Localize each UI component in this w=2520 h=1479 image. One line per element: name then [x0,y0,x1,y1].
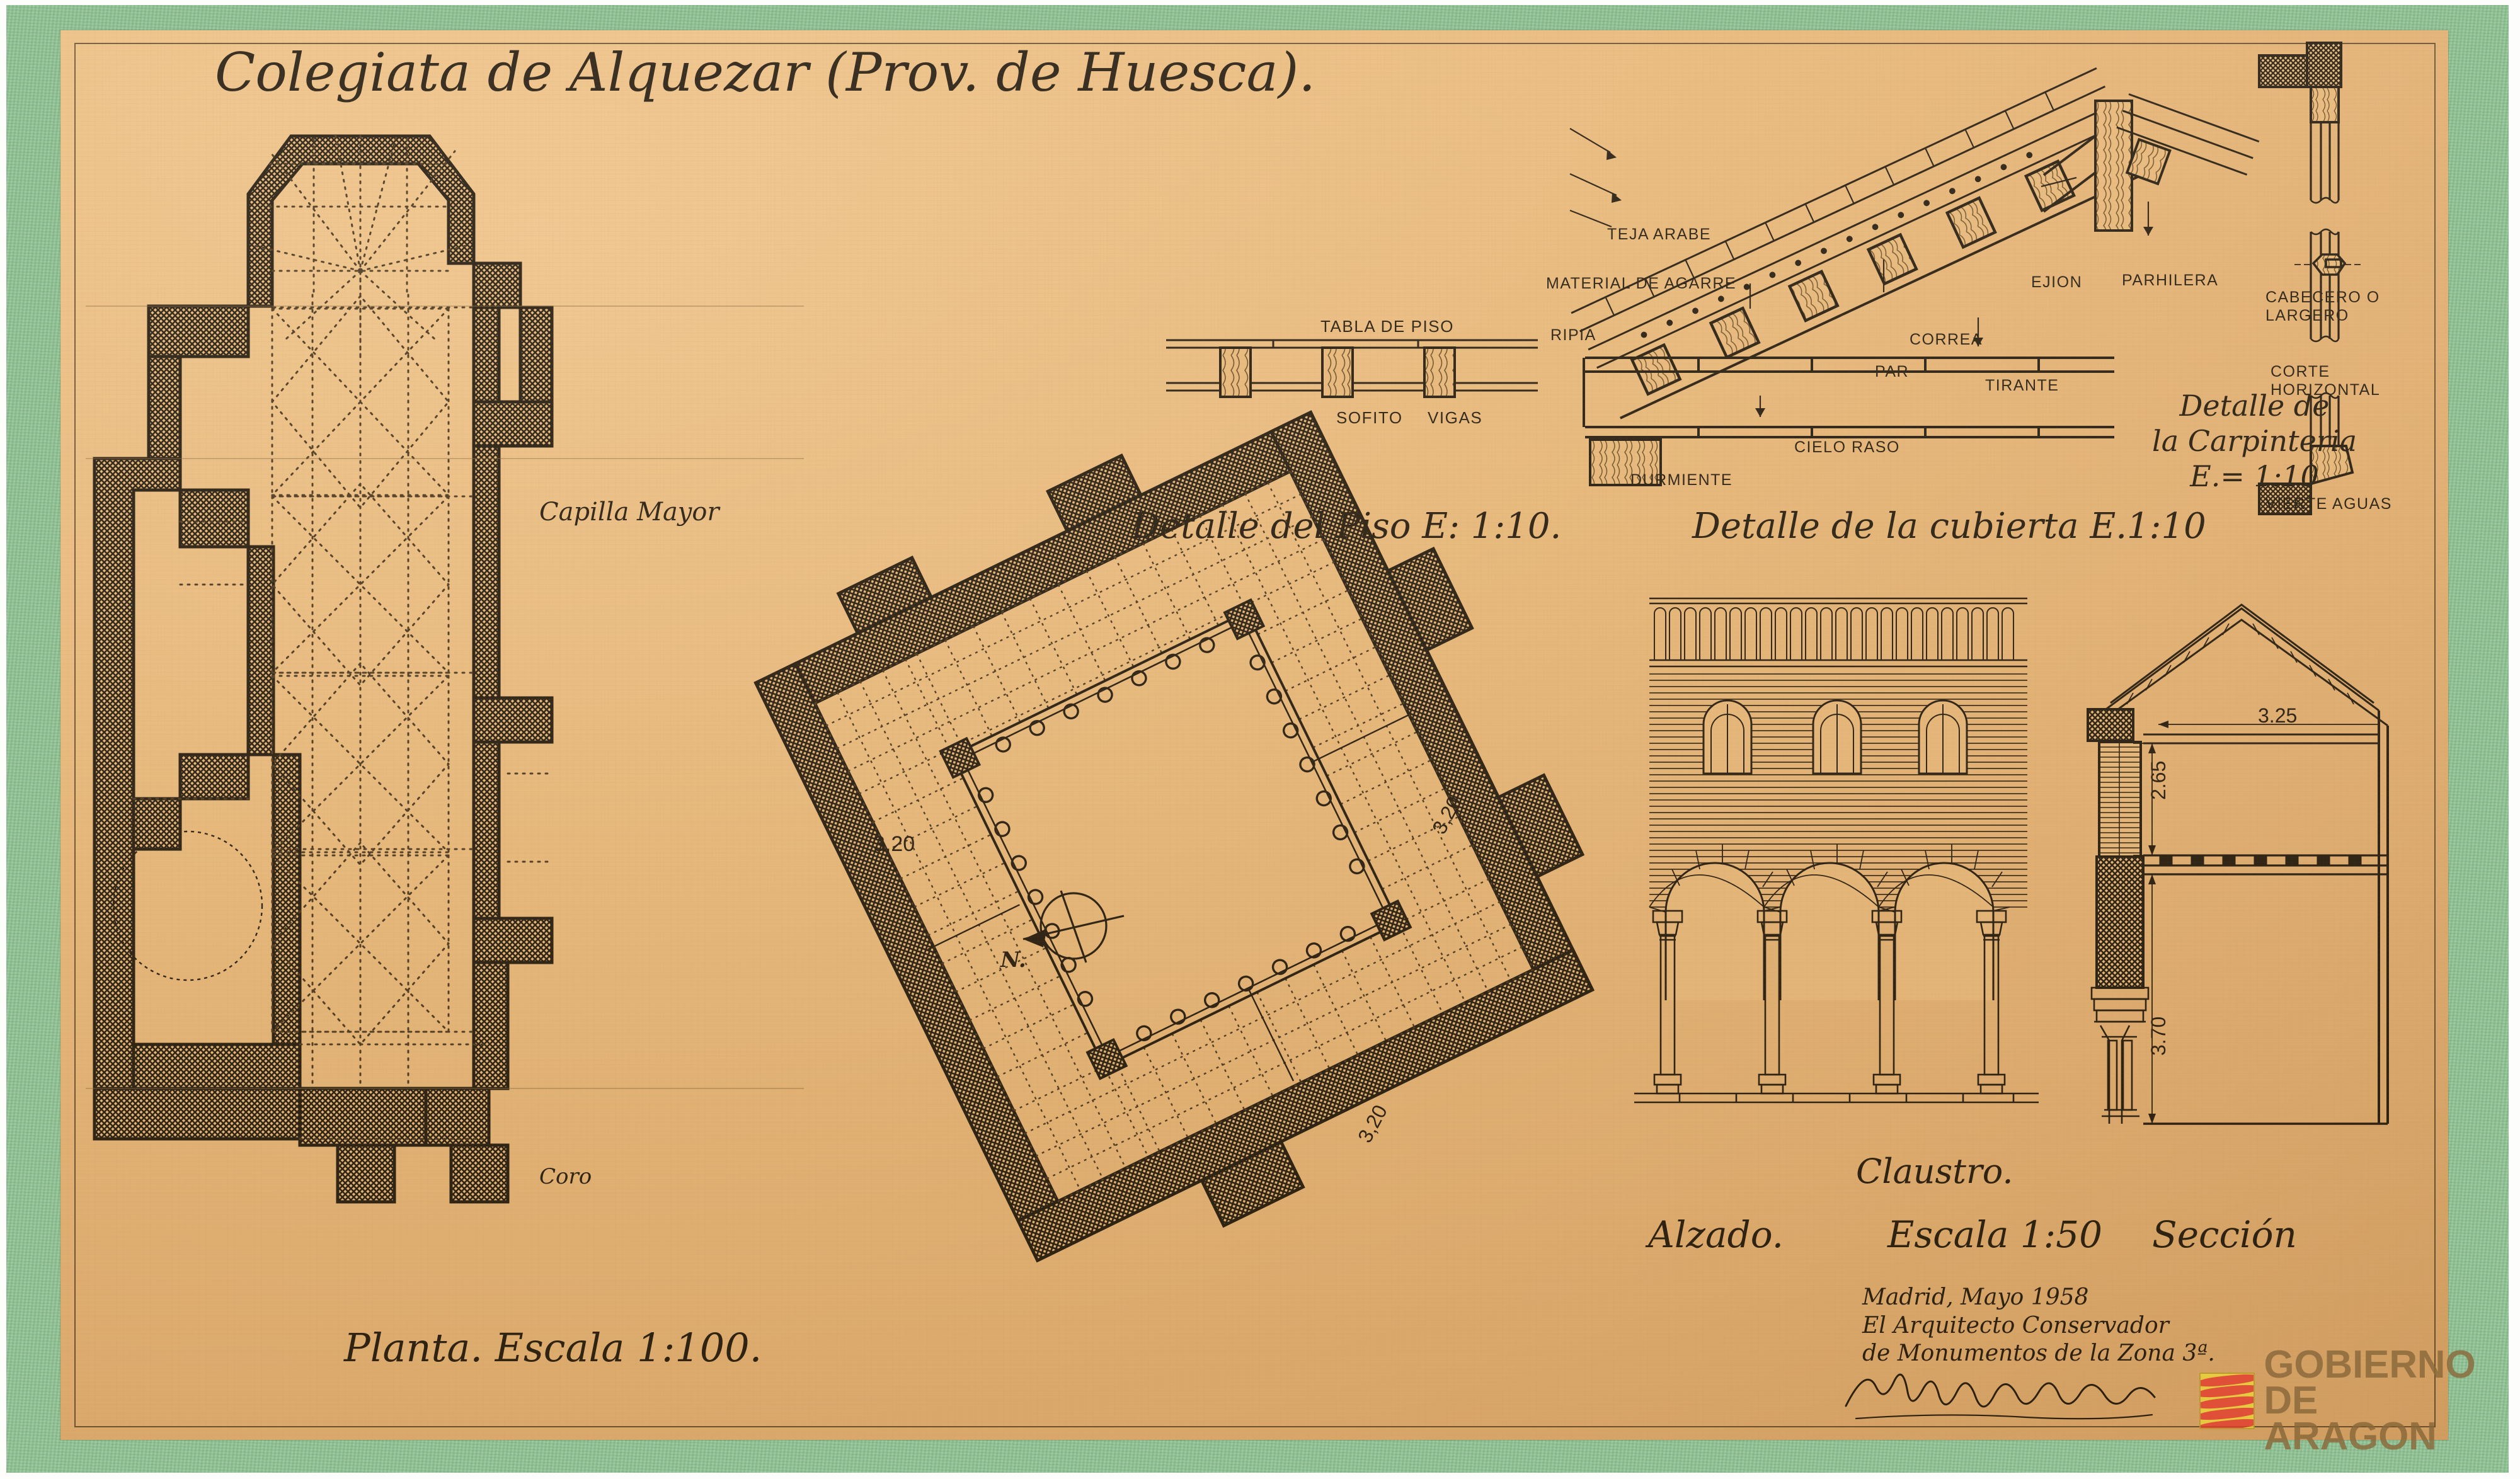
cloister-elevation-label: Alzado. [1648,1213,1784,1256]
carpentry-detail-drawing [2253,42,2467,534]
floor-detail-drawing [1160,326,1538,427]
logo-line-2: DE ARAGON [2264,1379,2437,1459]
carpentry-label-corte-horizontal: CORTE HORIZONTAL [2271,363,2380,399]
signature-line-2: El Arquitecto Conservador [1862,1312,2169,1339]
church-floor-plan [73,106,816,1284]
floor-detail-caption: Detalle del Piso E: 1:10. [1131,506,1562,547]
carpentry-corte-line2: HORIZONTAL [2271,381,2381,399]
roof-label-durmiente: DURMIENTE [1630,471,1733,489]
floor-detail-label-tabla: TABLA DE PISO [1320,317,1454,336]
cloister-floor-plan [753,410,1623,1263]
signature-line-3: de Monumentos de la Zona 3ª. [1862,1340,2215,1367]
cloister-title: Claustro. [1856,1151,2013,1191]
roof-label-material-agarre: MATERIAL DE AGARRE [1546,275,1736,292]
logo-wordmark: GOBIERNO DE ARAGON [2264,1343,2480,1459]
signature-line-1: Madrid, Mayo 1958 [1862,1284,2089,1310]
roof-label-teja-arabe: TEJA ARABE [1607,226,1712,243]
cloister-dimension-1: 3,20 [873,832,915,856]
cloister-elevation-drawing [1623,585,2051,1126]
carpentry-caption-line1: Detalle de [2179,389,2330,423]
carpentry-cabecero-line2: LARGERO [2265,307,2349,324]
sheet-border-rule [74,43,2436,1427]
carpentry-caption-line2: la Carpinteria [2152,424,2357,459]
section-dimension-265: 2.65 [2147,760,2170,800]
north-label: N. [1000,947,1026,973]
plan-label-coro: Coro [539,1164,592,1189]
roof-label-parhilera: PARHILERA [2122,271,2219,289]
cloister-section-drawing [2064,585,2417,1126]
plan-caption: Planta. Escala 1:100. [344,1325,762,1371]
section-dimension-370: 3.70 [2147,1016,2170,1056]
section-dimension-325: 3.25 [2258,704,2298,727]
cloister-scale-label: Escala 1:50 [1887,1213,2102,1256]
roof-label-correa: CORREA [1910,331,1983,348]
page-title: Colegiata de Alquezar (Prov. de Huesca). [215,42,1316,103]
logo-line-1: GOBIERNO [2264,1343,2476,1386]
roof-label-tirante: TIRANTE [1985,377,2059,394]
aragon-flag-icon [2199,1372,2255,1429]
roof-label-material-line1: MATERIAL DE AGARRE [1546,275,1737,292]
roof-detail-drawing [1509,62,2260,496]
roof-label-ejion: EJION [2031,273,2083,291]
drawing-paper: Colegiata de Alquezar (Prov. de Huesca). [60,30,2476,1456]
roof-label-ripia: RIPIA [1550,326,1596,344]
roof-label-cielo-raso: CIELO RASO [1794,438,1900,456]
carpentry-caption: Detalle de la Carpinteria E.= 1:10 [2152,388,2357,494]
floor-detail-label-vigas: VIGAS [1428,408,1483,427]
roof-label-par: PAR [1875,363,1910,380]
plan-label-capilla-mayor: Capilla Mayor [539,498,719,527]
carpentry-label-vierte-aguas: VIERTE AGUAS [2265,495,2392,513]
signature-block: Madrid, Mayo 1958 El Arquitecto Conserva… [1862,1284,2215,1368]
carpentry-corte-line1: CORTE [2271,363,2330,380]
handwritten-signature [1837,1359,2190,1429]
roof-detail-caption: Detalle de la cubierta E.1:10 [1692,506,2206,547]
cloister-section-label: Sección [2152,1213,2297,1256]
gobierno-de-aragon-logo: GOBIERNO DE ARAGON [2199,1343,2480,1459]
carpentry-caption-line3: E.= 1:10 [2190,459,2319,494]
north-compass-icon [993,874,1125,988]
carpentry-cabecero-line1: CABECERO O [2265,288,2380,306]
floor-detail-label-sofito: SOFITO [1336,408,1403,427]
carpentry-label-cabecero: CABECERO O LARGERO [2265,288,2380,325]
